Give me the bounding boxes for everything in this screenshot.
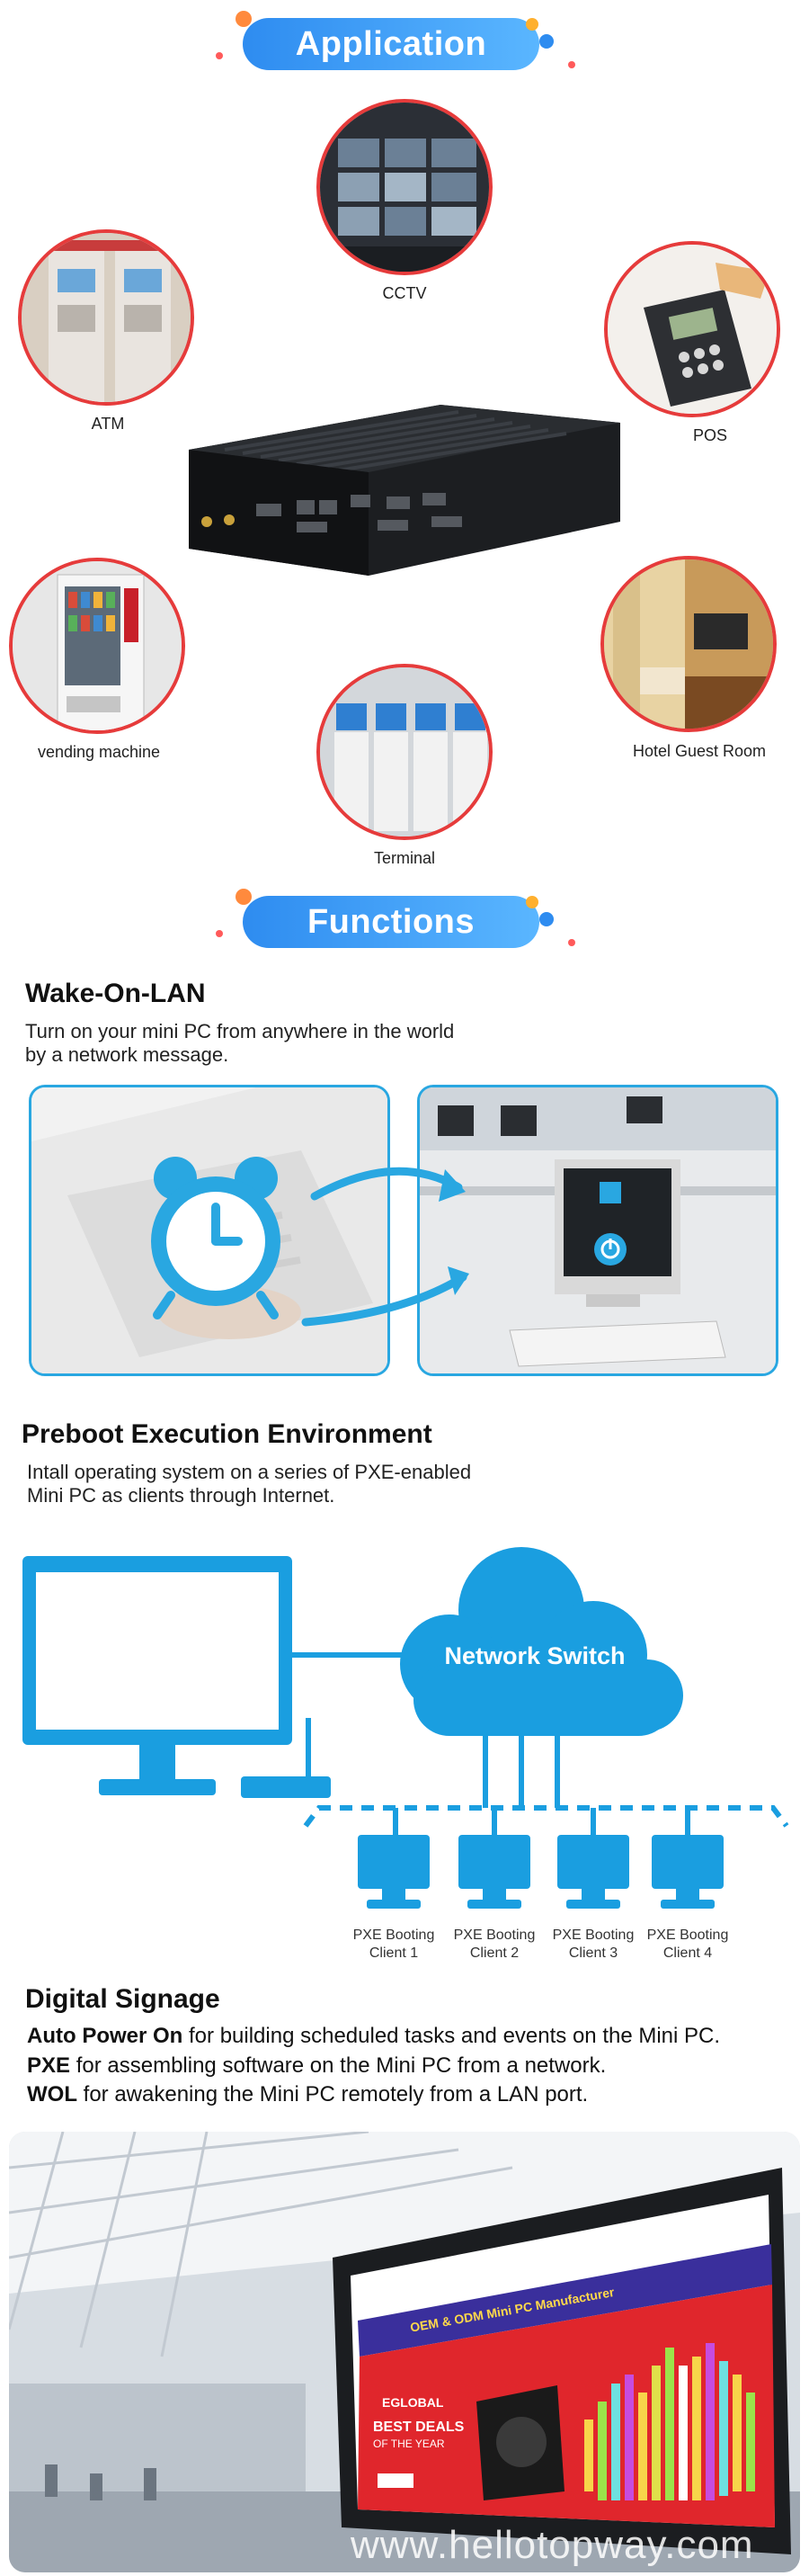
vending-machine-label: vending machine <box>37 743 161 761</box>
client-4-line1: PXE Booting <box>646 1928 729 1943</box>
decor-dot <box>539 912 554 926</box>
vending-machine-image <box>9 558 185 734</box>
client-1-line1: PXE Booting <box>352 1928 435 1943</box>
signage-line-1: Auto Power On for building scheduled tas… <box>27 2024 720 2049</box>
functions-title: Functions <box>243 896 539 948</box>
signage-title: Digital Signage <box>25 1984 220 2014</box>
cctv-label: CCTV <box>382 284 427 302</box>
signage-line-3: WOL for awakening the Mini PC remotely f… <box>27 2082 588 2107</box>
client-2-line1: PXE Booting <box>453 1928 536 1943</box>
screen-year-text: OF THE YEAR <box>373 2437 445 2450</box>
cctv-image <box>316 99 493 275</box>
functions-banner: Functions <box>243 896 539 948</box>
wol-desc-line2: by a network message. <box>25 1043 229 1066</box>
wol-right-panel <box>417 1085 778 1376</box>
decor-dot <box>236 889 252 905</box>
terminal-image <box>316 664 493 840</box>
auto-power-on-term: Auto Power On <box>27 2024 183 2048</box>
atm-image <box>18 229 194 406</box>
network-switch-label: Network Switch <box>444 1642 626 1669</box>
decor-dot <box>526 896 538 908</box>
wol-title: Wake-On-LAN <box>25 979 206 1008</box>
signage-photo <box>9 2132 800 2572</box>
decor-dot <box>216 52 223 59</box>
client-3-line1: PXE Booting <box>552 1928 635 1943</box>
client-3-line2: Client 3 <box>568 1945 618 1961</box>
decor-dot <box>539 34 554 49</box>
pxe-desc-line1: Intall operating system on a series of P… <box>27 1461 472 1483</box>
decor-dot <box>568 61 575 68</box>
decor-dot <box>568 939 575 946</box>
alarm-clock-icon <box>135 1151 297 1322</box>
pxe-desc-line2: Mini PC as clients through Internet. <box>27 1484 335 1507</box>
mini-pc-image <box>171 387 629 585</box>
client-4-label: PXE Booting Client 4 <box>634 1927 742 1963</box>
pos-label: POS <box>692 426 727 444</box>
client-1-line2: Client 1 <box>369 1945 419 1961</box>
client-1-label: PXE Booting Client 1 <box>340 1927 448 1963</box>
terminal-label: Terminal <box>373 849 436 867</box>
decor-dot <box>216 930 223 937</box>
pxe-title: Preboot Execution Environment <box>22 1419 432 1449</box>
decor-dot <box>236 11 252 27</box>
decor-dot <box>526 18 538 31</box>
pxe-term: PXE <box>27 2053 71 2078</box>
screen-brand-text: EGLOBAL <box>382 2395 444 2410</box>
client-2-line2: Client 2 <box>469 1945 520 1961</box>
pos-image <box>604 241 780 417</box>
wake-arrow-icon <box>270 1142 476 1340</box>
signage-line-2: PXE for assembling software on the Mini … <box>27 2053 606 2079</box>
watermark-text: www.hellotopway.com <box>351 2523 754 2567</box>
pxe-diagram <box>18 1538 800 1952</box>
hotel-room-image <box>600 556 777 732</box>
screen-deals-text: BEST DEALS <box>373 2419 465 2435</box>
auto-power-on-desc: for building scheduled tasks and events … <box>182 2024 721 2048</box>
application-banner: Application <box>243 18 539 70</box>
application-title: Application <box>243 18 539 70</box>
client-2-label: PXE Booting Client 2 <box>440 1927 548 1963</box>
wol-term: WOL <box>27 2082 77 2106</box>
client-4-line2: Client 4 <box>662 1945 713 1961</box>
pxe-desc: for assembling software on the Mini PC f… <box>70 2053 607 2078</box>
client-3-label: PXE Booting Client 3 <box>539 1927 647 1963</box>
atm-label: ATM <box>91 415 125 433</box>
wol-desc: for awakening the Mini PC remotely from … <box>76 2082 589 2106</box>
hotel-room-label: Hotel Guest Room <box>632 742 767 760</box>
wol-desc-line1: Turn on your mini PC from anywhere in th… <box>25 1020 455 1042</box>
